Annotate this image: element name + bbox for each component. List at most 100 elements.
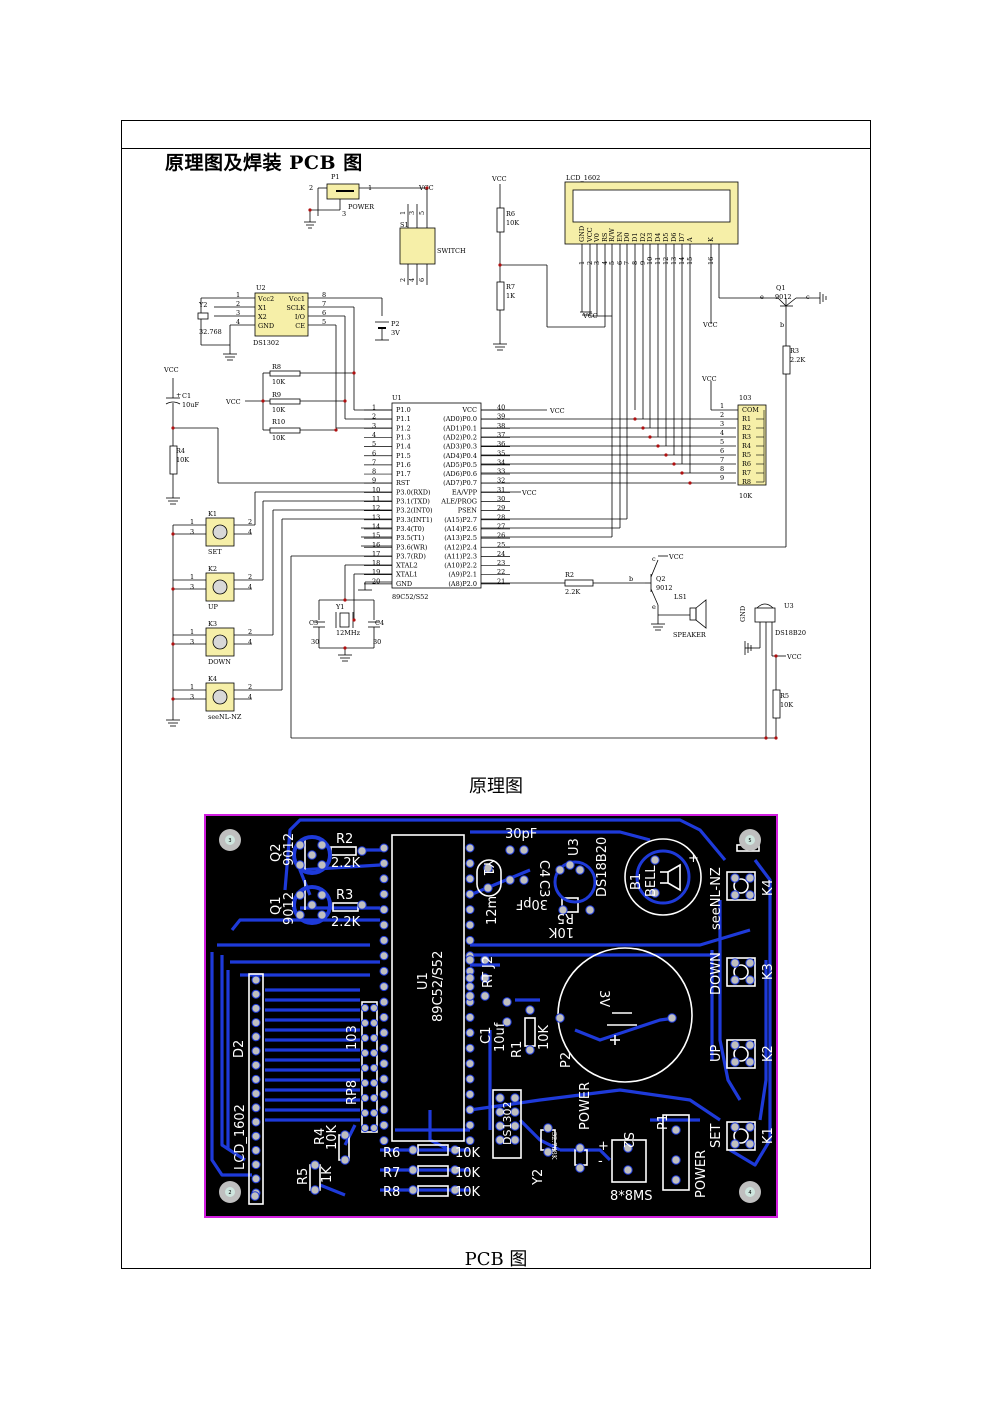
key-pin4-1: 4 <box>248 583 252 591</box>
pcb-u3: U3 <box>567 838 582 856</box>
pcb-pad-u1-right <box>465 1059 475 1069</box>
r8-value: 10K <box>272 378 285 386</box>
lcd-num-6: 6 <box>616 261 624 265</box>
pcb-c3-value: 30pF <box>516 896 548 911</box>
pcb-pad <box>575 865 585 875</box>
r4-ref: R4 <box>176 447 185 455</box>
vcc-label-4: VCC <box>225 398 241 406</box>
pcb-pad-u1-right <box>465 1105 475 1115</box>
pcb-pad <box>730 1122 740 1132</box>
pcb-pad-u1-left <box>379 1074 389 1084</box>
key-pin1-0: 1 <box>190 518 194 526</box>
pcb-k1-name: SET <box>709 1124 724 1148</box>
pcb-rp-ref: 103 <box>345 1025 360 1050</box>
pcb-pad <box>510 1121 520 1131</box>
pcb-pad <box>317 860 327 870</box>
pcb-r8: R8 <box>383 1185 400 1200</box>
u1-left-pin-7: P1.6 <box>396 461 411 469</box>
u1-right-pin-19: (A9)P2.1 <box>448 571 477 579</box>
key-pin2-2: 2 <box>248 628 252 636</box>
p1-pin2: 2 <box>309 184 313 192</box>
pcb-power-label: POWER <box>578 1082 593 1130</box>
u1-right-num-3: 38 <box>497 422 505 430</box>
pcb-pad-u1-left <box>379 1089 389 1099</box>
pcb-r8-value: 10K <box>455 1185 481 1200</box>
u2-left-num-1: 1 <box>236 291 240 299</box>
lcd-pin-4: RS <box>601 233 609 242</box>
q1-b: b <box>780 321 784 329</box>
u2-left-pin-2: X1 <box>258 304 267 312</box>
pcb-pad <box>671 1175 681 1185</box>
key-name-k3: DOWN <box>208 658 231 666</box>
pcb-pad <box>295 910 305 920</box>
rp-num-8: 8 <box>720 465 724 473</box>
q1-value: 9012 <box>775 293 792 301</box>
vcc-label-6: VCC <box>549 407 565 415</box>
pcb-pad <box>745 1139 755 1149</box>
u1-left-num-9: 9 <box>372 477 376 485</box>
pcb-pad-u1-right <box>465 1120 475 1130</box>
u2-right-pin-3: I/O <box>295 313 305 321</box>
u1-name: 89C52/S52 <box>392 593 428 601</box>
rp-num-1: 1 <box>720 402 724 410</box>
q1-ref: Q1 <box>776 284 785 292</box>
u1-left-num-13: 13 <box>372 513 380 521</box>
key-ref-k4: K4 <box>208 675 217 683</box>
pcb-pad <box>745 1122 755 1132</box>
pcb-pad <box>730 1057 740 1067</box>
pcb-pad <box>317 890 327 900</box>
pcb-pad-lcd <box>251 1117 261 1127</box>
pcb-pad-u1-left <box>379 1136 389 1146</box>
pcb-pad <box>483 863 493 873</box>
lcd-num-1: 1 <box>578 261 586 265</box>
u1-right-pin-16: (A12)P2.4 <box>444 543 477 551</box>
u1-right-num-2: 39 <box>497 413 505 421</box>
vcc-label-5: VCC <box>163 366 179 374</box>
u1-right-pin-1: VCC <box>461 406 477 414</box>
pcb-pad <box>730 1040 740 1050</box>
rp-num-7: 7 <box>720 456 724 464</box>
rp-num-4: 4 <box>720 429 724 437</box>
pcb-pad <box>310 1160 320 1170</box>
s1-pin-3: 5 <box>418 211 426 215</box>
c3-value: 30 <box>311 638 319 646</box>
u1-left-num-3: 3 <box>372 422 376 430</box>
pcb-pad-u1-right <box>465 1028 475 1038</box>
pcb-r7: R7 <box>383 1166 400 1181</box>
rp-ref: 103 <box>739 394 751 402</box>
pcb-pad-u1-left <box>379 1012 389 1022</box>
pcb-p1: P1 <box>656 1114 671 1130</box>
u1-right-pin-17: (A11)P2.3 <box>444 552 477 560</box>
q1-e: e <box>760 293 764 301</box>
s1-pin-4: 2 <box>399 278 407 282</box>
pcb-u1: U1 <box>416 972 431 990</box>
u1-left-num-1: 1 <box>372 404 376 412</box>
rp-num-2: 2 <box>720 411 724 419</box>
u1-right-num-7: 34 <box>497 458 505 466</box>
pcb-pad <box>585 905 595 915</box>
r5-ref: R5 <box>780 692 789 700</box>
lcd-num-7: 7 <box>623 261 631 265</box>
u1-right-pin-4: (AD2)P0.2 <box>443 433 477 441</box>
pcb-pad-u1-left <box>379 1120 389 1130</box>
u1-left-pin-16: P3.6(WR) <box>396 543 428 551</box>
u1-left-pin-17: P3.7(RD) <box>396 552 426 560</box>
pcb-pad <box>730 890 740 900</box>
pcb-pad <box>465 991 475 1001</box>
schematic-caption: 原理图 <box>469 776 523 797</box>
u1-right-pin-6: (AD4)P0.4 <box>443 452 477 460</box>
u1-right-pin-5: (AD3)P0.3 <box>443 443 477 451</box>
y1-value: 12MHz <box>336 629 361 637</box>
key-pin1-3: 1 <box>190 683 194 691</box>
q2-value: 9012 <box>656 584 673 592</box>
u1-left-pin-13: P3.3(INT1) <box>396 516 433 524</box>
pcb-pad <box>745 1040 755 1050</box>
pcb-y2: Y2 <box>531 1169 546 1186</box>
u1-left-pin-12: P3.2(INT0) <box>396 507 433 515</box>
u1-left-num-15: 15 <box>372 532 380 540</box>
c1-value: 10uF <box>182 401 199 409</box>
pcb-caption: PCB 图 <box>464 1249 528 1270</box>
lcd-num-4: 4 <box>601 261 609 265</box>
u1-right-pin-3: (AD1)P0.1 <box>443 424 477 432</box>
u1-left-num-19: 19 <box>372 568 380 576</box>
